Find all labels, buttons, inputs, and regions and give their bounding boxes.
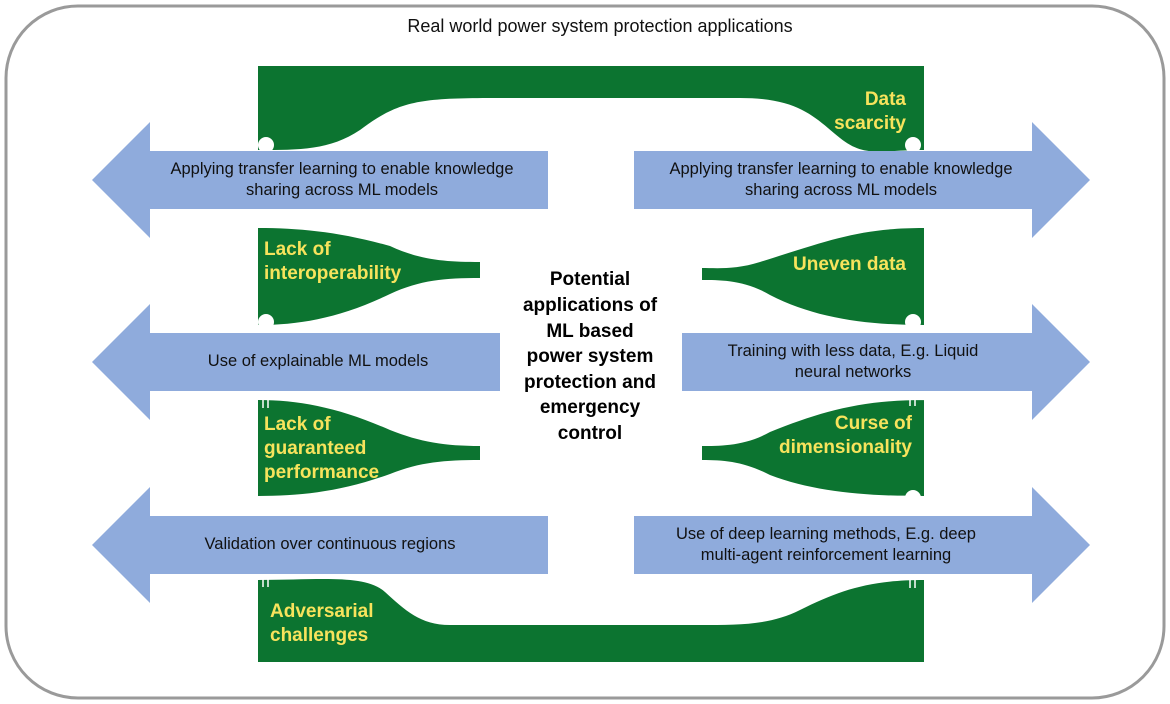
arrow-left-1 [92,122,548,238]
challenge-adversarial-challenges: Adversarial challenges [270,601,374,646]
frame-title: Real world power system protection appli… [407,16,793,37]
arrow-left-1-label: Applying transfer learning to enable kno… [170,159,514,199]
arrow-right-3 [634,487,1090,603]
notch [905,490,921,506]
notch [258,497,274,513]
arrow-left-3-label: Validation over continuous regions [204,535,456,554]
arrow-right-1 [634,122,1090,238]
arrow-right-3-label: Use of deep learning methods, E.g. deep … [676,524,976,564]
challenge-lack-of-guaranteed-performance: Lack of guaranteed performance [264,414,380,483]
edge-notches [258,137,921,513]
challenge-lack-of-interoperability: Lack of interoperability [264,239,402,284]
arrow-left-3 [92,487,548,603]
challenge-data-scarcity: Data scarcity [834,89,906,134]
arrow-left-2-label: Use of explainable ML models [207,352,429,371]
notch [258,137,274,153]
notch [258,314,274,330]
challenge-uneven-data: Uneven data [793,254,906,276]
arrow-left-2 [92,304,500,420]
notch [905,137,921,153]
green-panel [258,66,924,662]
arrow-right-2 [682,304,1090,420]
center-text: Potential applications of ML based power… [522,269,658,445]
arrow-right-1-label: Applying transfer learning to enable kno… [669,159,1013,199]
arrow-right-2-label: Training with less data, E.g. Liquid neu… [727,341,979,381]
edge-ticks [262,212,916,588]
challenge-curse-of-dimensionality: Curse of dimensionality [778,413,912,458]
notch [905,314,921,330]
